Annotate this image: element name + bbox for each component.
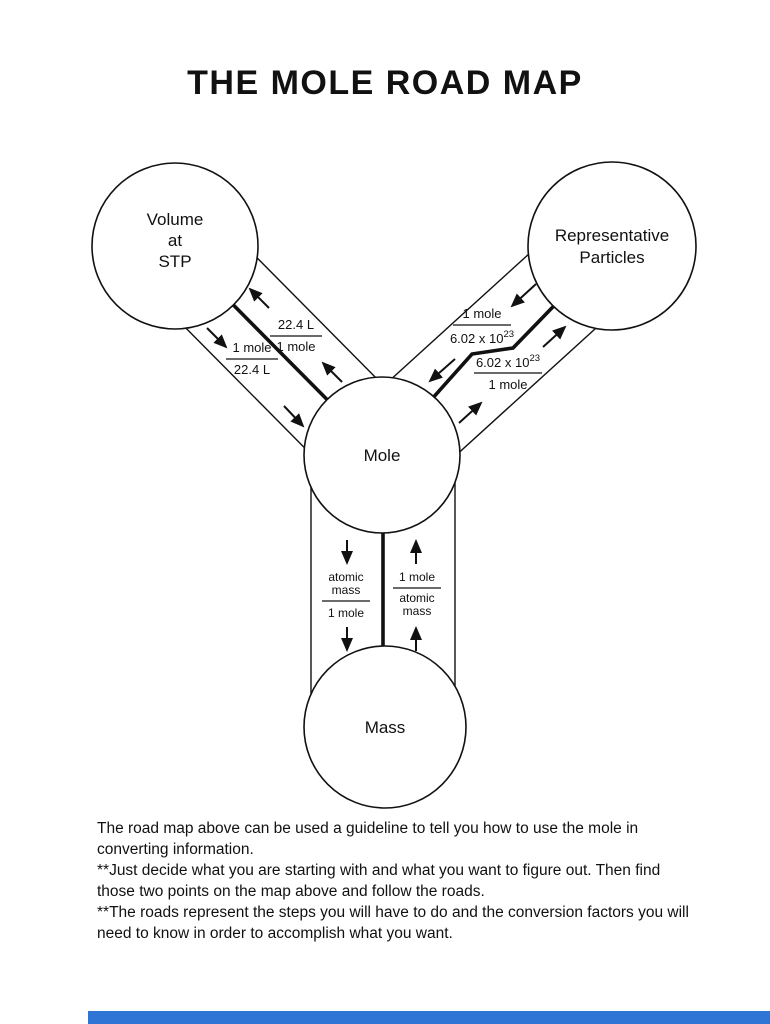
arrow-toward-particles-icon — [458, 401, 483, 424]
conversion-particles-to-mole: 1 mole 6.02 x 1023 — [450, 306, 514, 346]
denominator-line-2: mass — [403, 604, 432, 618]
node-volume-label-line2: at — [168, 231, 182, 250]
node-particles-circle — [527, 161, 697, 331]
numerator: 1 mole — [399, 570, 435, 584]
arrow-toward-mole-icon — [283, 405, 305, 428]
node-volume-circle — [91, 162, 259, 330]
conversion-mole-to-mass: atomic mass 1 mole — [322, 570, 370, 620]
conversion-mass-to-mole: 1 mole atomic mass — [393, 570, 441, 618]
denominator: 1 mole — [276, 339, 315, 354]
arrow-toward-mole-icon — [428, 358, 456, 383]
node-mass: Mass — [303, 645, 467, 809]
numerator-base: 6.02 x 10 — [476, 355, 530, 370]
explanatory-text: The road map above can be used a guideli… — [97, 818, 757, 944]
node-mole: Mole — [303, 376, 461, 534]
page-title: THE MOLE ROAD MAP — [187, 64, 583, 102]
arrow-toward-volume-icon — [321, 361, 343, 383]
node-mass-circle — [303, 645, 467, 809]
node-mole-label: Mole — [364, 446, 401, 465]
node-volume-label-line3: STP — [158, 252, 191, 271]
denominator-base: 6.02 x 10 — [450, 331, 504, 346]
node-volume: Volume at STP — [91, 162, 259, 330]
denominator-exponent: 23 — [503, 329, 514, 340]
conversion-volume-to-mole: 1 mole 22.4 L — [226, 340, 278, 377]
node-volume-label-line1: Volume — [147, 210, 204, 229]
denominator: 6.02 x 1023 — [450, 329, 514, 346]
node-particles-label-line1: Representative — [555, 226, 669, 245]
denominator-line-1: atomic — [399, 591, 434, 605]
numerator: 6.02 x 1023 — [476, 353, 540, 370]
denominator: 1 mole — [488, 377, 527, 392]
arrow-toward-volume-icon — [248, 287, 270, 309]
numerator: 1 mole — [462, 306, 501, 321]
denominator: 22.4 L — [234, 362, 270, 377]
denominator: 1 mole — [328, 606, 364, 620]
footer-line: **Just decide what you are starting with… — [97, 862, 661, 879]
conversion-mole-to-particles: 6.02 x 1023 1 mole — [474, 353, 542, 392]
footer-line: **The roads represent the steps you will… — [97, 904, 689, 921]
arrow-toward-particles-icon — [542, 325, 567, 348]
footer-line: those two points on the map above and fo… — [97, 883, 485, 900]
arrow-toward-mole-icon — [206, 327, 228, 349]
node-particles-label-line2: Particles — [579, 248, 644, 267]
conversion-mole-to-volume: 22.4 L 1 mole — [270, 317, 322, 354]
numerator: 1 mole — [232, 340, 271, 355]
footer-bar — [88, 1011, 770, 1024]
numerator-line-2: mass — [332, 583, 361, 597]
node-mole-circle — [303, 376, 461, 534]
footer-line: need to know in order to accomplish what… — [97, 925, 453, 942]
numerator-exponent: 23 — [529, 353, 540, 364]
footer-line: The road map above can be used a guideli… — [97, 820, 639, 837]
arrow-toward-mole-icon — [510, 283, 537, 308]
numerator-line-1: atomic — [328, 570, 363, 584]
direction-arrows — [206, 283, 567, 652]
node-mass-label: Mass — [365, 718, 406, 737]
numerator: 22.4 L — [278, 317, 314, 332]
footer-line: converting information. — [97, 841, 254, 858]
node-representative-particles: Representative Particles — [527, 161, 697, 331]
